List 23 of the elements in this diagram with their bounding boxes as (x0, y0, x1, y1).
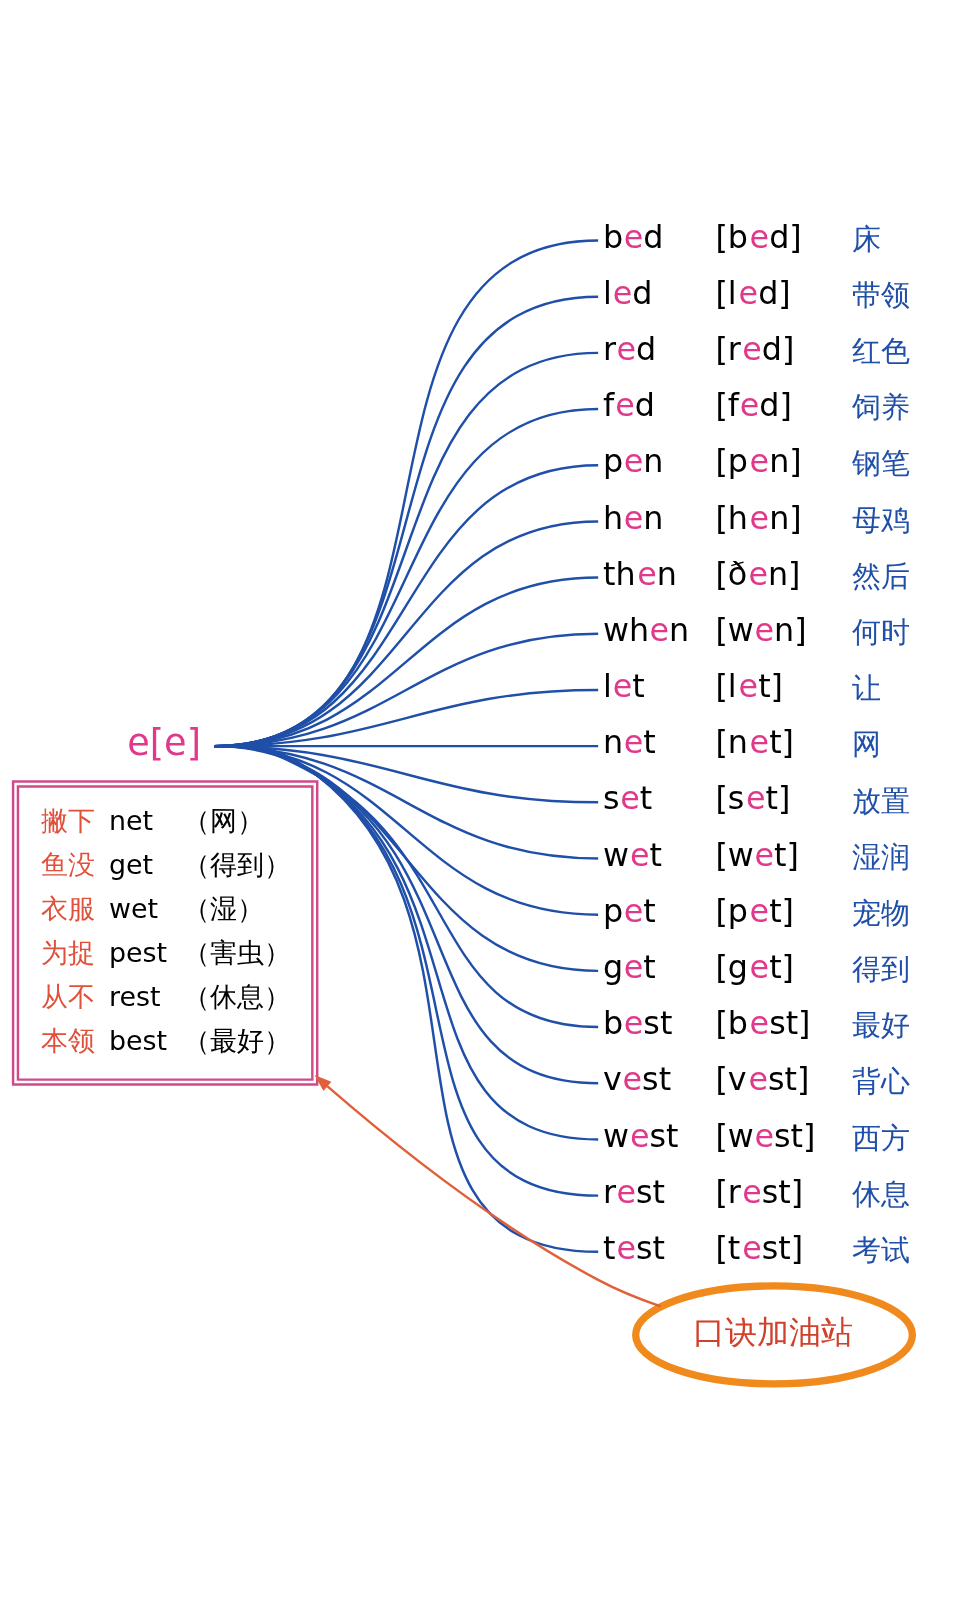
node-text: then [ðen] 然后 (603, 555, 911, 593)
node-text: test [test] 考试 (603, 1229, 911, 1267)
node-text: vest [vest] 背心 (603, 1060, 911, 1098)
node-text: west [west] 西方 (603, 1117, 911, 1155)
node-text: when [wen] 何时 (603, 611, 911, 649)
node-text: best [best] 最好 (603, 1004, 911, 1042)
node-text: get [get] 得到 (603, 948, 911, 986)
node-box: 撇下 net （网） 鱼没 get （得到） 衣服 wet （湿） 为捉 pest （害虫） 从不 rest （休息） 本领 best （最好） (11, 779, 319, 1086)
node-text: fed [fed] 饲养 (603, 386, 911, 424)
node-text: wet [wet] 湿润 (603, 836, 911, 874)
node-text: set [set] 放置 (603, 779, 911, 818)
node-text: net [net] 网 (603, 723, 882, 761)
node-text: hen [hen] 母鸡 (603, 498, 911, 537)
node-text: e[e] (127, 720, 201, 764)
node-text: rest [rest] 休息 (603, 1173, 911, 1211)
node-text: let [let] 让 (603, 667, 882, 705)
node-text: led [led] 带领 (603, 274, 911, 312)
node-text: red [red] 红色 (603, 330, 911, 368)
node-text: pet [pet] 宠物 (603, 892, 911, 930)
node-ellipse: 口诀加油站 (632, 1281, 917, 1388)
node-text: pen [pen] 钢笔 (603, 442, 911, 480)
arrow (314, 1074, 662, 1308)
node-text: bed [bed] 床 (603, 218, 882, 256)
